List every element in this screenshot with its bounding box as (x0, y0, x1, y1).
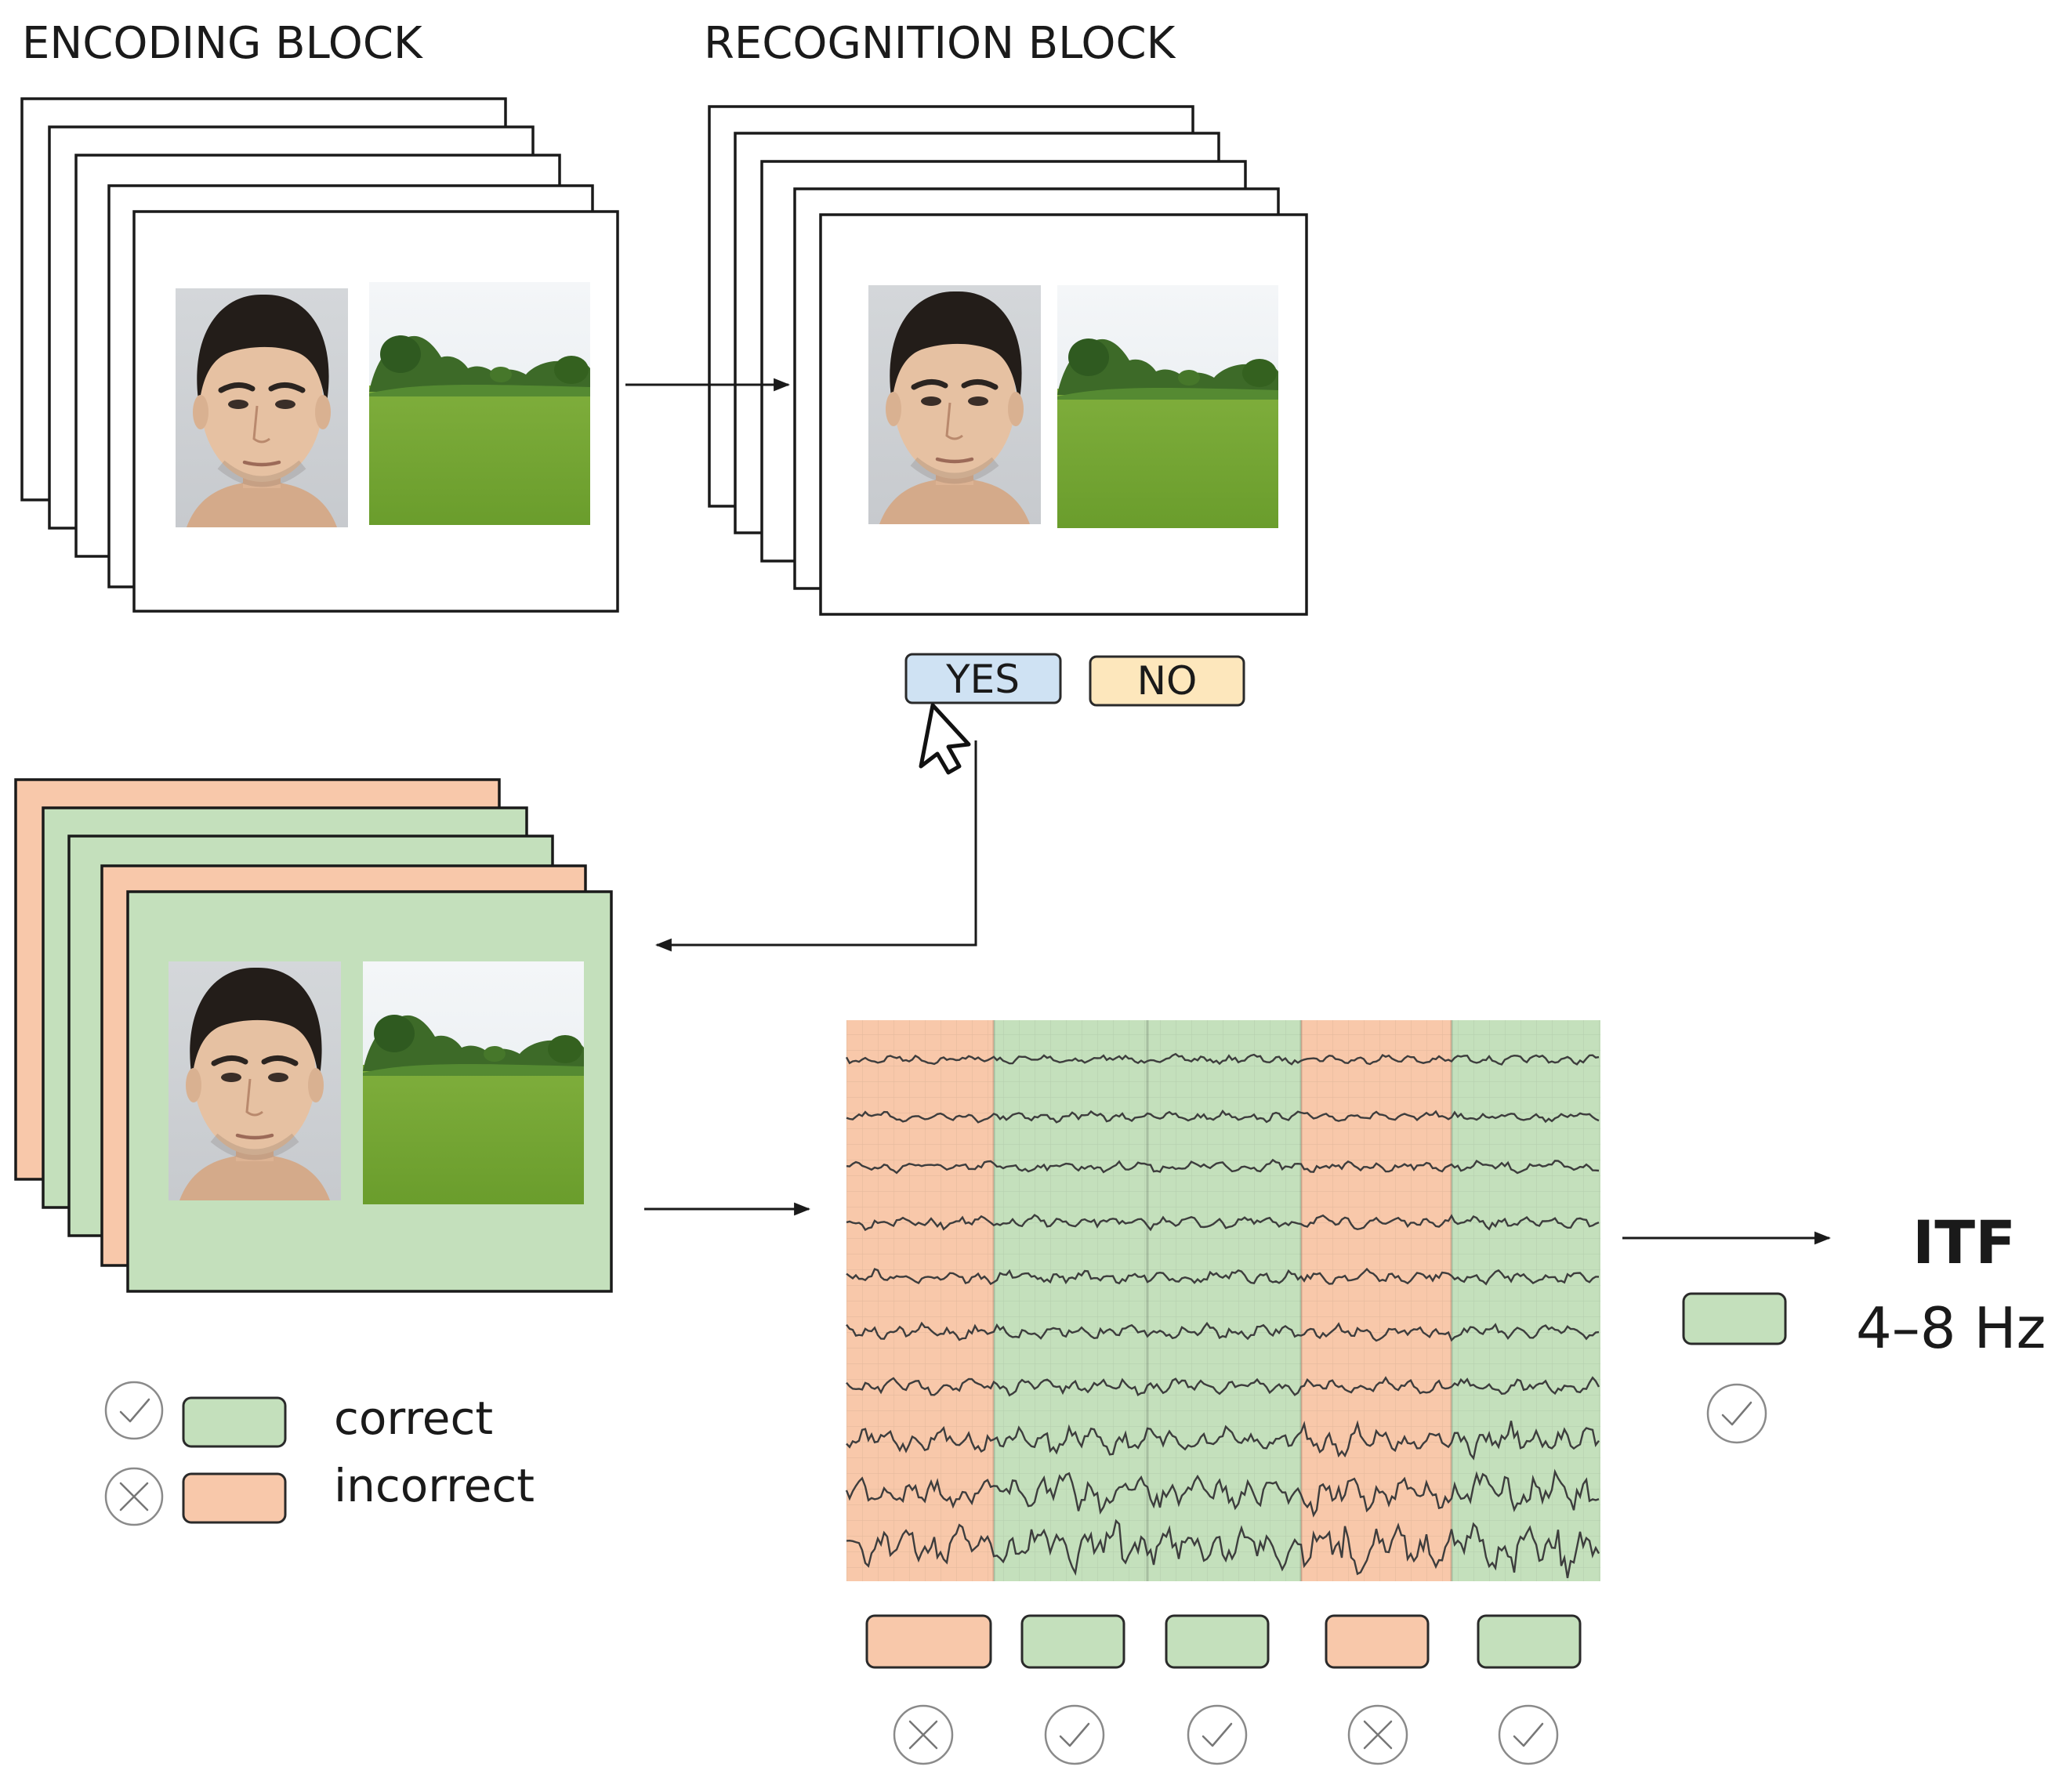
check-circle-icon (104, 1381, 164, 1440)
result-correct-swatch (1682, 1292, 1787, 1345)
eeg-recording (845, 1020, 1600, 1581)
landscape-photo (369, 282, 590, 525)
check-circle-icon (1498, 1704, 1559, 1765)
eeg-channel-trace (846, 1267, 1599, 1286)
no-button-label: NO (1137, 658, 1198, 704)
eeg-channel-trace (845, 1468, 1600, 1518)
segment-correct-chip (1165, 1614, 1270, 1669)
eeg-channel-trace (846, 1321, 1600, 1342)
yes-button-label: YES (945, 657, 1020, 702)
legend-incorrect-label: incorrect (334, 1459, 535, 1512)
check-circle-icon (1706, 1383, 1767, 1444)
arrow-response-to-sorting (654, 740, 977, 952)
eeg-segment-icons (893, 1704, 1559, 1765)
itf-label: ITF (1912, 1207, 2016, 1277)
segment-incorrect-chip (865, 1614, 992, 1669)
segment-correct-chip (1020, 1614, 1125, 1669)
recognition-block-title: RECOGNITION BLOCK (704, 18, 1176, 69)
cross-circle-icon (1347, 1704, 1408, 1765)
mouse-pointer-icon (919, 703, 971, 775)
check-circle-icon (1044, 1704, 1105, 1765)
legend-correct-label: correct (334, 1392, 493, 1445)
recognition-card-stack (708, 105, 1308, 616)
yes-button[interactable]: YES (904, 653, 1062, 704)
legend: correct incorrect (104, 1381, 535, 1526)
encoding-block-title: ENCODING BLOCK (22, 18, 423, 69)
face-photo (176, 288, 348, 527)
face-photo (868, 285, 1041, 524)
segment-correct-chip (1477, 1614, 1582, 1669)
eeg-channel-trace (846, 1158, 1600, 1175)
check-circle-icon (1187, 1704, 1248, 1765)
cross-circle-icon (104, 1467, 164, 1526)
cross-circle-icon (893, 1704, 954, 1765)
eeg-channel-trace (846, 1519, 1600, 1579)
eeg-channel-trace (846, 1109, 1600, 1124)
legend-incorrect-swatch (182, 1472, 287, 1524)
legend-correct-swatch (182, 1396, 287, 1448)
eeg-channel-trace (846, 1376, 1600, 1397)
eeg-grid (846, 1020, 1600, 1581)
eeg-channel-trace (846, 1420, 1600, 1461)
sorted-card-stack (14, 778, 613, 1293)
face-photo (169, 961, 341, 1200)
segment-incorrect-chip (1325, 1614, 1430, 1669)
landscape-photo (363, 961, 584, 1204)
eeg-channel-trace (845, 1052, 1600, 1066)
itf-band-label: 4–8 Hz (1856, 1295, 2046, 1361)
no-button[interactable]: NO (1089, 655, 1245, 707)
landscape-photo (1057, 285, 1278, 528)
eeg-channel-trace (846, 1214, 1600, 1232)
encoding-card-stack (20, 97, 619, 613)
eeg-segment-labels (865, 1614, 1582, 1669)
